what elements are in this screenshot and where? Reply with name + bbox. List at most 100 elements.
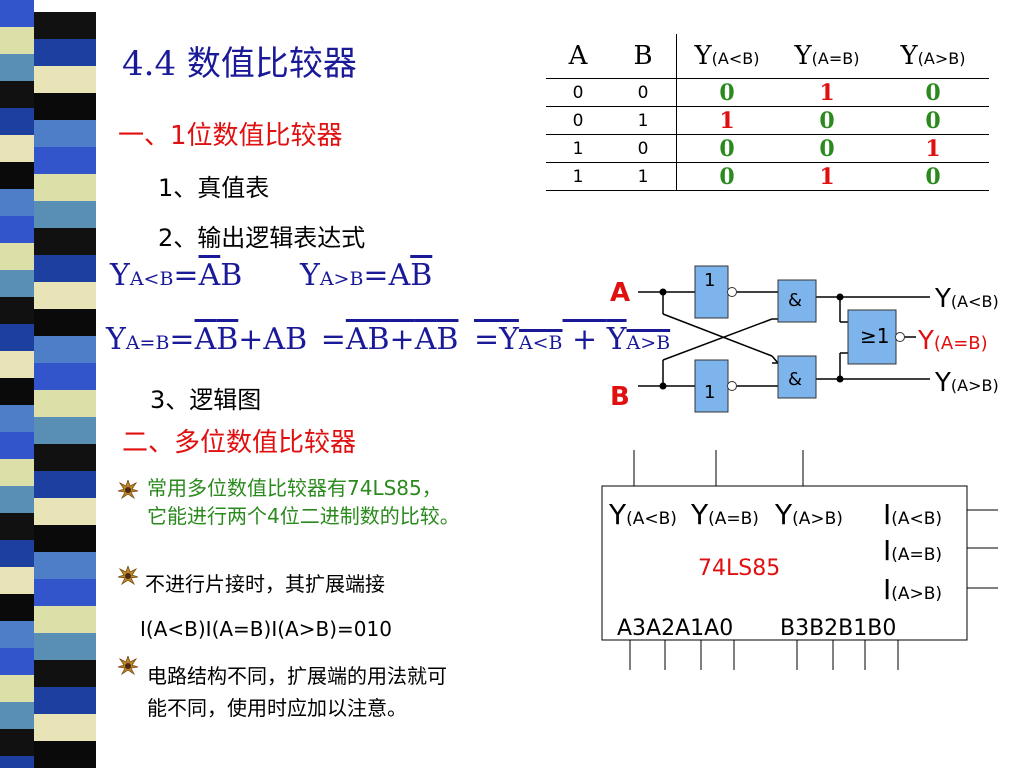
not-gate-2-label: 1 bbox=[704, 382, 715, 403]
stripe-block bbox=[34, 417, 96, 444]
chip-74ls85: Y(A<B) Y(A=B) Y(A>B) I(A<B) I(A=B) I(A>B… bbox=[601, 450, 998, 670]
truth-table-cell: 1 bbox=[777, 162, 877, 191]
stripe-block bbox=[34, 147, 96, 174]
truth-table-cell: 1 bbox=[610, 106, 677, 135]
junction-b bbox=[659, 382, 667, 390]
stripe-block bbox=[0, 432, 34, 459]
chip-out-y-lt: Y(A<B) bbox=[608, 498, 677, 531]
stripe-block bbox=[0, 54, 34, 81]
stripe-block bbox=[0, 162, 34, 189]
gear-bullet-icon bbox=[118, 656, 138, 676]
not-gate-1-bubble bbox=[727, 287, 737, 297]
col-header-y-lt: Y(A<B) bbox=[676, 34, 777, 79]
stripe-block bbox=[0, 648, 34, 675]
stripe-block bbox=[0, 243, 34, 270]
stripe-block bbox=[34, 606, 96, 633]
stripe-block bbox=[0, 405, 34, 432]
col-header-a: A bbox=[546, 34, 610, 79]
chip-a-inputs: A3A2A1A0 bbox=[617, 616, 733, 641]
stripe-block bbox=[34, 444, 96, 471]
stripe-block bbox=[34, 471, 96, 498]
col-header-y-eq: Y(A=B) bbox=[777, 34, 877, 79]
truth-table-cell: 1 bbox=[546, 134, 610, 163]
logic-input-a-label: A bbox=[610, 278, 630, 308]
formula-y-gt: YA>B=AB bbox=[300, 258, 433, 293]
chip-in-i-gt: I(A>B) bbox=[883, 573, 942, 606]
stripe-block bbox=[34, 579, 96, 606]
truth-table-cell: 1 bbox=[777, 78, 877, 107]
bullet1-line1: 常用多位数值比较器有74LS85， bbox=[147, 476, 442, 500]
stripe-block bbox=[34, 633, 96, 660]
bullet2-text: 不进行片接时，其扩展端接 bbox=[145, 572, 385, 596]
stripe-block bbox=[0, 297, 34, 324]
nor-gate-label: ≥1 bbox=[860, 324, 889, 348]
chip-in-i-eq: I(A=B) bbox=[883, 534, 942, 567]
formula-y-lt: YA<B=AB bbox=[110, 258, 243, 293]
bullet3-line2: 能不同，使用时应加以注意。 bbox=[147, 696, 407, 720]
stripe-block bbox=[0, 108, 34, 135]
stripe-block bbox=[0, 351, 34, 378]
out-y-lt: Y(A<B) bbox=[934, 284, 999, 314]
stripe-block bbox=[0, 675, 34, 702]
truth-table-cell: 0 bbox=[777, 134, 877, 163]
stripe-block bbox=[0, 594, 34, 621]
col-header-y-gt: Y(A>B) bbox=[877, 34, 989, 79]
section2-heading: 二、多位数值比较器 bbox=[122, 428, 357, 458]
stripe-block bbox=[34, 525, 96, 552]
section1-heading: 一、1位数值比较器 bbox=[118, 121, 343, 151]
stripe-block bbox=[34, 498, 96, 525]
stripe-block bbox=[0, 81, 34, 108]
stripe-block bbox=[34, 39, 96, 66]
truth-table-cell: 0 bbox=[676, 134, 777, 163]
page-title: 4.4 数值比较器 bbox=[122, 44, 357, 84]
stripe-block bbox=[0, 756, 34, 768]
and-gate-2 bbox=[777, 355, 817, 399]
stripe-block bbox=[0, 0, 34, 27]
nor-gate bbox=[847, 309, 897, 365]
stripe-block bbox=[34, 201, 96, 228]
stripe-block bbox=[0, 567, 34, 594]
section1-item-expressions: 2、输出逻辑表达式 bbox=[158, 224, 366, 252]
gear-bullet-icon bbox=[118, 480, 138, 500]
stripe-block bbox=[0, 702, 34, 729]
stripe-block bbox=[34, 363, 96, 390]
gear-bullet-icon bbox=[118, 566, 138, 586]
junction-and1 bbox=[836, 293, 844, 301]
extension-inputs-text: I(A<B)I(A=B)I(A>B)=010 bbox=[140, 617, 392, 641]
wire-a-cross-end bbox=[771, 355, 779, 364]
stripe-block bbox=[34, 390, 96, 417]
stripe-block bbox=[0, 378, 34, 405]
chip-name: 74LS85 bbox=[698, 556, 780, 581]
truth-table-cell: 0 bbox=[610, 134, 677, 163]
not-gate-1 bbox=[694, 265, 729, 319]
wire-a-cross bbox=[662, 313, 773, 357]
stripe-block bbox=[0, 27, 34, 54]
stripe-block bbox=[0, 324, 34, 351]
chip-out-y-gt: Y(A>B) bbox=[774, 498, 843, 531]
truth-table-cell: 0 bbox=[676, 78, 777, 107]
stripe-block bbox=[0, 216, 34, 243]
stripe-block bbox=[34, 687, 96, 714]
decorative-stripe bbox=[0, 0, 96, 768]
and-gate-1-label: & bbox=[788, 290, 802, 311]
stripe-block bbox=[34, 174, 96, 201]
nor-gate-bubble bbox=[895, 332, 905, 342]
stripe-block bbox=[0, 270, 34, 297]
bullet1-line2: 它能进行两个4位二进制数的比较。 bbox=[147, 504, 460, 528]
truth-table-cell: 0 bbox=[546, 78, 610, 107]
stripe-block bbox=[0, 459, 34, 486]
chip-in-i-lt: I(A<B) bbox=[883, 498, 942, 531]
stripe-block bbox=[34, 309, 96, 336]
truth-table-cell: 0 bbox=[676, 162, 777, 191]
stripe-block bbox=[34, 552, 96, 579]
stripe-block bbox=[34, 660, 96, 687]
not-gate-1-label: 1 bbox=[704, 270, 715, 291]
chip-body bbox=[601, 485, 968, 641]
stripe-block bbox=[34, 120, 96, 147]
truth-table-cell: 1 bbox=[610, 162, 677, 191]
